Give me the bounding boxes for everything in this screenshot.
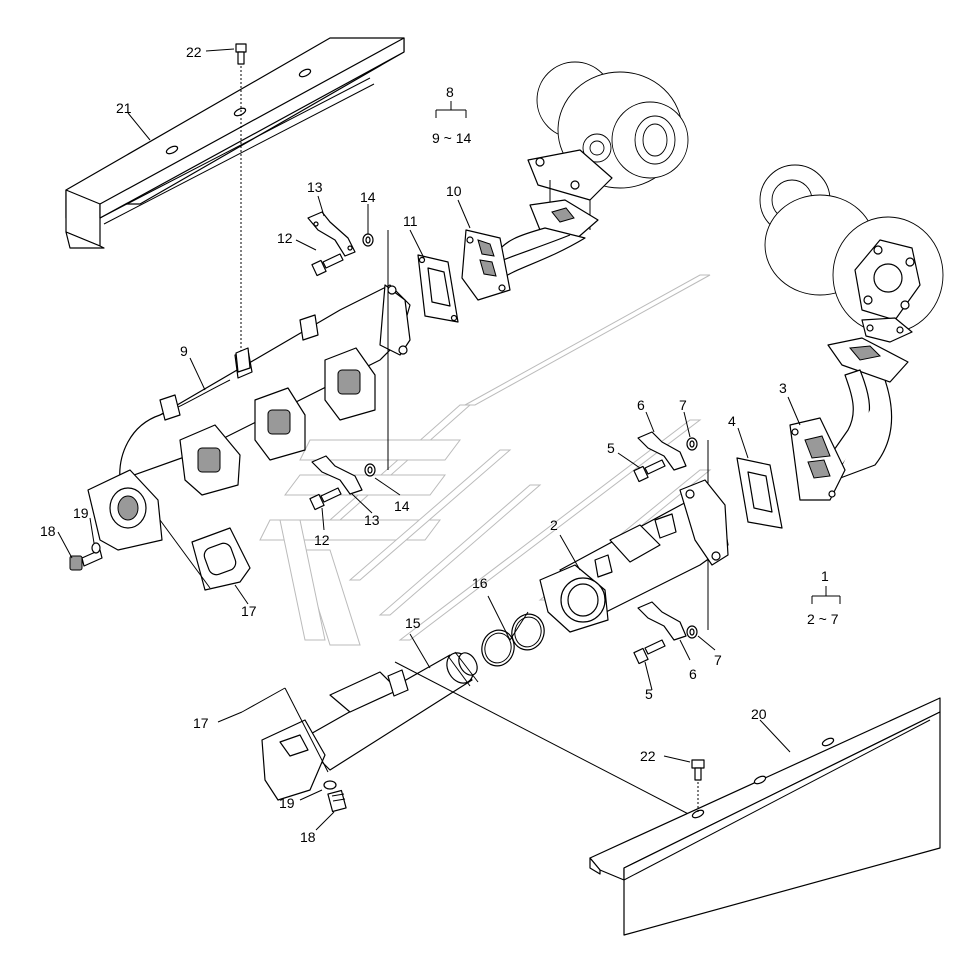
clamp-13-upper [307, 211, 356, 257]
callout-9: 9 [180, 343, 188, 359]
callout-4: 4 [728, 413, 736, 429]
exhaust-manifold-2 [539, 479, 729, 633]
gasket-17-upper [159, 519, 251, 591]
callout-8: 8 [446, 84, 454, 100]
callout-22-lower: 22 [640, 748, 656, 764]
clamp-13-lower [311, 455, 363, 495]
callout-12-lower: 12 [314, 532, 330, 548]
callout-2-7: 2 ~ 7 [807, 611, 839, 627]
gasket-11 [417, 254, 459, 323]
callout-2: 2 [550, 517, 558, 533]
seal-ring-16b [511, 613, 545, 651]
callout-12-upper: 12 [277, 230, 293, 246]
callout-7-lower: 7 [714, 652, 722, 668]
callout-20: 20 [751, 706, 767, 722]
leader-lines [57, 112, 801, 831]
callout-17-lower: 17 [193, 715, 209, 731]
callout-14-upper: 14 [360, 189, 376, 205]
callout-19-lower: 19 [279, 795, 295, 811]
bolt-5-lower [633, 639, 666, 665]
clamp-6-lower [637, 601, 687, 641]
callout-16: 16 [472, 575, 488, 591]
washer-14-lower [364, 463, 376, 477]
exhaust-manifold-9 [87, 284, 411, 551]
manifold-port-2 [179, 424, 241, 496]
bolt-5-upper [633, 459, 666, 483]
heat-shield-20 [589, 697, 941, 936]
callout-19-left: 19 [73, 505, 89, 521]
callout-1: 1 [821, 568, 829, 584]
callout-17-upper: 17 [241, 603, 257, 619]
washer-7-upper [686, 437, 698, 451]
leader-line-16 [487, 595, 529, 642]
manifold-port-4 [324, 347, 376, 421]
callout-7-upper: 7 [679, 397, 687, 413]
washer-19-lower [323, 780, 337, 790]
exhaust-pipe-10 [461, 199, 599, 301]
manifold-port-1 [87, 469, 163, 551]
bolt-18-lower [327, 789, 347, 813]
bolt-22-top [205, 43, 247, 65]
callout-21: 21 [116, 100, 132, 116]
bolt-12-upper [311, 253, 344, 277]
clamp-6-upper [637, 431, 687, 471]
callout-15: 15 [405, 615, 421, 631]
bracket-1 [811, 586, 841, 604]
bolt-18-left [69, 549, 103, 571]
gasket-17-lower [241, 687, 329, 773]
bolt-12-lower [309, 487, 342, 511]
gasket-4 [736, 457, 783, 529]
exhaust-pipe-15 [261, 651, 701, 821]
callout-5-upper: 5 [607, 440, 615, 456]
turbocharger-upper [527, 61, 689, 230]
callout-11: 11 [403, 213, 418, 229]
washer-14-upper [362, 233, 374, 247]
bracket-8 [435, 101, 467, 118]
turbocharger-lower [759, 164, 944, 343]
callout-13-lower: 13 [364, 512, 380, 528]
callout-6-lower: 6 [689, 666, 697, 682]
callout-10: 10 [446, 183, 462, 199]
washer-7-lower [686, 625, 698, 639]
callout-9-14: 9 ~ 14 [432, 130, 472, 146]
callout-labels: 21 22 8 9 ~ 14 13 14 12 11 10 9 3 4 6 7 … [40, 44, 839, 845]
heat-shield-21 [65, 37, 405, 249]
callout-3: 3 [779, 380, 787, 396]
manifold-port-3 [254, 387, 306, 461]
seal-ring-16a [481, 629, 515, 667]
callout-18-left: 18 [40, 523, 56, 539]
callout-13-upper: 13 [307, 179, 323, 195]
callout-22-top: 22 [186, 44, 202, 60]
callout-6-upper: 6 [637, 397, 645, 413]
callout-14-lower: 14 [394, 498, 410, 514]
callout-5-lower: 5 [645, 686, 653, 702]
callout-18-lower: 18 [300, 829, 316, 845]
washer-19-left [91, 542, 101, 554]
bolt-22-lower [663, 755, 705, 814]
exhaust-pipe-3 [789, 337, 909, 501]
